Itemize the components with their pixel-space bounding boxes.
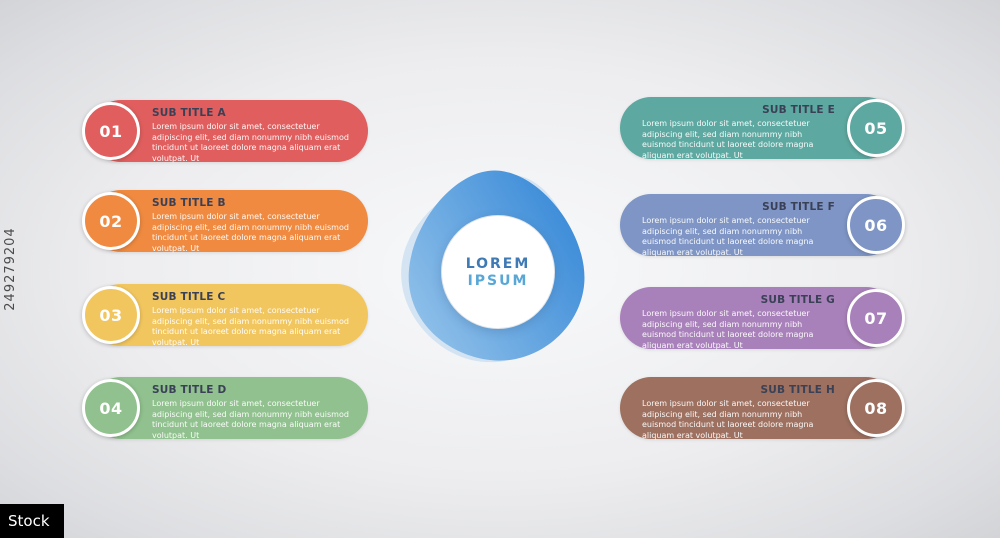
card-content: SUB TITLE B Lorem ipsum dolor sit amet, … [152,197,352,254]
step-number-circle: 05 [847,99,905,157]
card-body-text: Lorem ipsum dolor sit amet, consectetuer… [152,122,349,163]
card-body-text: Lorem ipsum dolor sit amet, consectetuer… [642,216,814,257]
step-number: 03 [99,305,123,325]
step-number: 04 [99,398,123,418]
card-body-text: Lorem ipsum dolor sit amet, consectetuer… [642,399,814,440]
card-title: SUB TITLE A [152,107,226,119]
stock-watermark-label: Stock [8,512,50,530]
step-number: 05 [864,118,888,138]
card-content: SUB TITLE G Lorem ipsum dolor sit amet, … [642,294,835,351]
step-number-circle: 01 [82,102,140,160]
center-title-line1: LOREM [465,255,531,272]
info-card-04: 04 SUB TITLE D Lorem ipsum dolor sit ame… [82,377,368,441]
step-number-circle: 02 [82,192,140,250]
card-content: SUB TITLE F Lorem ipsum dolor sit amet, … [642,201,835,258]
card-title: SUB TITLE G [760,294,835,306]
card-title: SUB TITLE D [152,384,227,396]
watermark-id: 249279204 [3,227,18,311]
step-number: 06 [864,215,888,235]
card-content: SUB TITLE A Lorem ipsum dolor sit amet, … [152,107,352,164]
card-body-text: Lorem ipsum dolor sit amet, consectetuer… [642,309,814,350]
info-card-06: 06 SUB TITLE F Lorem ipsum dolor sit ame… [620,194,905,258]
info-card-08: 08 SUB TITLE H Lorem ipsum dolor sit ame… [620,377,905,441]
step-number: 01 [99,121,123,141]
card-body-text: Lorem ipsum dolor sit amet, consectetuer… [642,119,814,160]
step-number-circle: 07 [847,289,905,347]
card-title: SUB TITLE B [152,197,226,209]
card-content: SUB TITLE C Lorem ipsum dolor sit amet, … [152,291,352,348]
step-number: 07 [864,308,888,328]
card-content: SUB TITLE D Lorem ipsum dolor sit amet, … [152,384,352,441]
step-number: 08 [864,398,888,418]
center-circle: LOREM IPSUM [441,215,555,329]
card-content: SUB TITLE H Lorem ipsum dolor sit amet, … [642,384,835,441]
info-card-07: 07 SUB TITLE G Lorem ipsum dolor sit ame… [620,287,905,351]
card-body-text: Lorem ipsum dolor sit amet, consectetuer… [152,399,349,440]
center-title-line2: IPSUM [467,272,529,289]
card-content: SUB TITLE E Lorem ipsum dolor sit amet, … [642,104,835,161]
step-number: 02 [99,211,123,231]
info-card-03: 03 SUB TITLE C Lorem ipsum dolor sit ame… [82,284,368,348]
card-body-text: Lorem ipsum dolor sit amet, consectetuer… [152,212,349,253]
card-title: SUB TITLE H [760,384,835,396]
card-title: SUB TITLE E [762,104,835,116]
card-title: SUB TITLE C [152,291,226,303]
step-number-circle: 08 [847,379,905,437]
step-number-circle: 03 [82,286,140,344]
stock-watermark: Stock [0,504,64,538]
info-card-01: 01 SUB TITLE A Lorem ipsum dolor sit ame… [82,100,368,164]
info-card-02: 02 SUB TITLE B Lorem ipsum dolor sit ame… [82,190,368,254]
card-body-text: Lorem ipsum dolor sit amet, consectetuer… [152,306,349,347]
card-title: SUB TITLE F [762,201,835,213]
step-number-circle: 04 [82,379,140,437]
step-number-circle: 06 [847,196,905,254]
info-card-05: 05 SUB TITLE E Lorem ipsum dolor sit ame… [620,97,905,161]
